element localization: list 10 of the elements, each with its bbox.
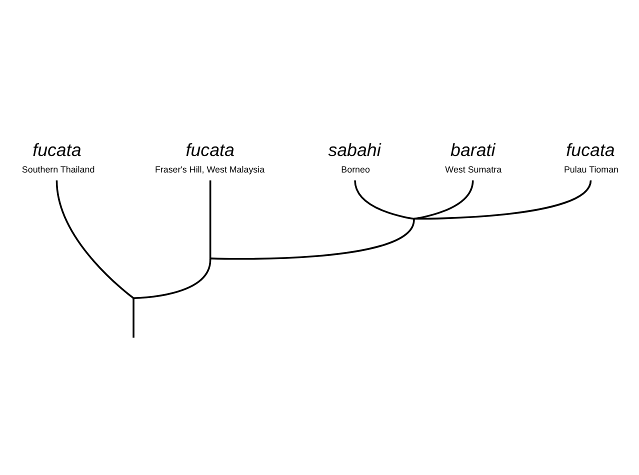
node-text: fucata Fraser's Hill, West Malaysia <box>154 140 265 175</box>
connector <box>209 180 212 258</box>
connector <box>132 299 134 338</box>
node-point <box>209 258 212 260</box>
node-text: sabahi Borneo <box>328 140 381 175</box>
connector <box>134 260 212 299</box>
node-text: fucata Pulau Tioman <box>564 140 619 175</box>
node-text: barati West Sumatra <box>445 140 502 175</box>
node-text: fucata Southern Thailand <box>22 140 95 175</box>
connector <box>414 180 592 220</box>
